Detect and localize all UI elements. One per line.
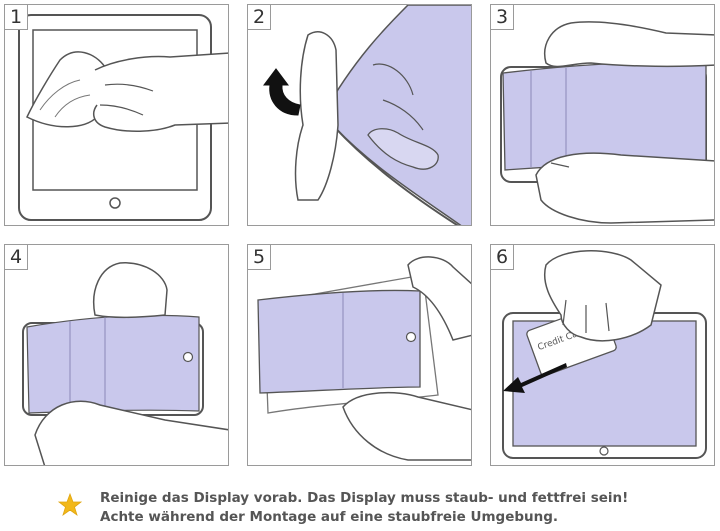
lift-arrow-icon bbox=[263, 68, 301, 116]
smooth-direction-arrow-icon bbox=[503, 363, 567, 393]
step-number: 4 bbox=[5, 245, 28, 270]
step-number: 5 bbox=[248, 245, 271, 270]
step-number: 2 bbox=[248, 5, 271, 30]
step-number: 3 bbox=[491, 5, 514, 30]
step-panel-5: 5 bbox=[247, 244, 472, 466]
align-film-illustration bbox=[257, 256, 471, 461]
credit-card-smoothing-illustration: Credit Card bbox=[502, 250, 707, 459]
notice-line-2: Achte während der Montage auf eine staub… bbox=[100, 509, 559, 525]
star-icon bbox=[58, 493, 82, 517]
notice-line-1: Reinige das Display vorab. Das Display m… bbox=[100, 490, 629, 506]
step-number: 1 bbox=[5, 5, 28, 30]
step-panel-4: 4 bbox=[4, 244, 229, 466]
step-panel-3: 3 bbox=[490, 4, 715, 226]
step-number: 6 bbox=[491, 245, 514, 270]
step-panel-6: 6 Credit Card bbox=[490, 244, 715, 466]
peel-film-illustration bbox=[263, 5, 471, 225]
tablet-cleaning-illustration bbox=[18, 14, 228, 221]
step-panel-2: 2 bbox=[247, 4, 472, 226]
press-film-illustration bbox=[22, 262, 228, 465]
step-panel-1: 1 bbox=[4, 4, 229, 226]
apply-film-illustration bbox=[500, 21, 714, 224]
